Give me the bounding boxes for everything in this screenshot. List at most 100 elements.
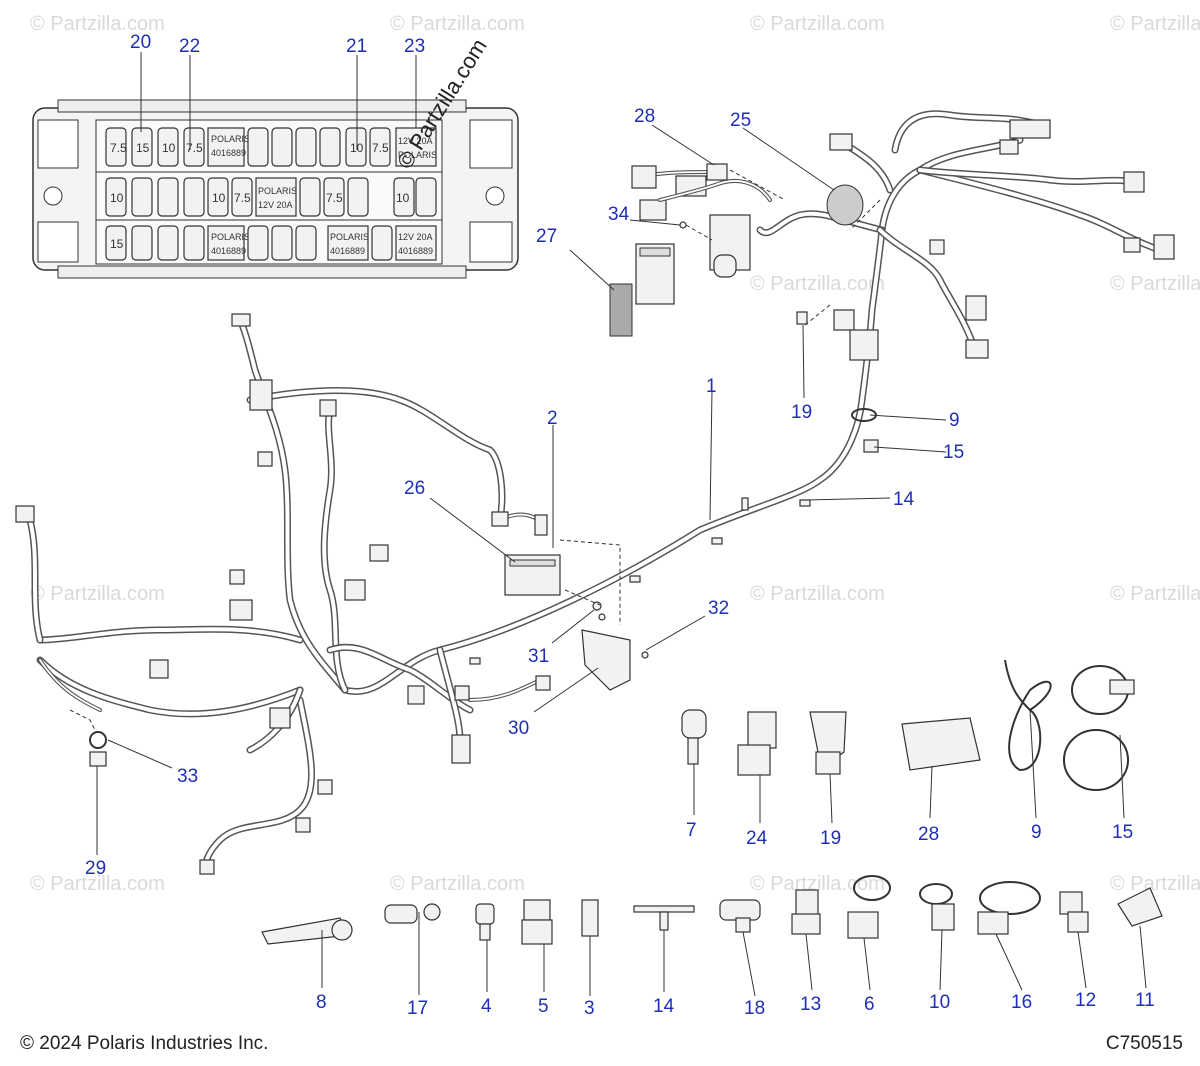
watermark-tile: © Partzilla.com: [1110, 583, 1200, 605]
callout-13: 13: [800, 994, 821, 1015]
callout-14-top: 14: [893, 489, 915, 510]
callout-21: 21: [346, 36, 367, 57]
fuse: 10: [393, 177, 415, 217]
fuse: [271, 225, 293, 261]
relay-part: 4016889: [211, 148, 246, 158]
callout-9-top: 9: [949, 410, 960, 431]
fuse: 10: [207, 177, 229, 217]
relay-brand: POLARIS: [211, 232, 250, 242]
part-10-clamp: [919, 883, 955, 931]
callout-15-bottom: 15: [1112, 822, 1133, 843]
callout-12: 12: [1075, 990, 1096, 1011]
watermark-tile: © Partzilla.com: [1110, 873, 1200, 895]
part-3-clip: [581, 899, 599, 937]
relay: 12V 20A 4016889: [395, 225, 437, 261]
fuse: [319, 127, 341, 167]
callout-19-bottom: 19: [820, 828, 841, 849]
part-14-tie: [633, 905, 695, 931]
part-18-clip: [719, 899, 761, 933]
loose-parts: [261, 659, 1163, 945]
callout-34: 34: [608, 204, 630, 225]
fuse: [299, 177, 321, 217]
fuse: 10: [157, 127, 179, 167]
relay-rating: 12V 20A: [398, 232, 433, 242]
fuse: [415, 177, 437, 217]
fuse-box: 7.5 15 10 7.5 POLARIS 4016889 10 7.5 12V …: [32, 99, 519, 279]
fuse: [371, 225, 393, 261]
part-16-clamp: [977, 881, 1041, 935]
fuse-rating: 7.5: [372, 141, 389, 155]
footer-copyright: © 2024 Polaris Industries Inc.: [20, 1033, 269, 1054]
callout-28-top: 28: [634, 106, 655, 127]
fuse: [157, 177, 179, 217]
watermark-tile: © Partzilla.com: [1110, 13, 1200, 35]
callout-32: 32: [708, 598, 729, 619]
callout-10: 10: [929, 992, 950, 1013]
callout-17: 17: [407, 998, 428, 1019]
part-24-connector: [737, 711, 777, 776]
relay-brand: POLARIS: [398, 150, 437, 160]
callout-23: 23: [404, 36, 425, 57]
relay: POLARIS 4016889: [207, 225, 250, 261]
fuse: [183, 177, 205, 217]
fuse: [295, 225, 317, 261]
callout-1: 1: [706, 376, 717, 397]
part-6-clamp: [847, 875, 891, 939]
watermark-tile: © Partzilla.com: [750, 13, 885, 35]
fuse-rating: 15: [110, 237, 124, 251]
callout-20: 20: [130, 32, 151, 53]
fuse: [131, 225, 153, 261]
part-12-clip: [1059, 891, 1089, 933]
fuse: [347, 177, 369, 217]
callout-29: 29: [85, 858, 106, 879]
callout-26: 26: [404, 478, 425, 499]
relay-part: 4016889: [211, 246, 246, 256]
fuse: [247, 127, 269, 167]
fuse: 15: [131, 127, 153, 167]
relay-part: 4016889: [398, 246, 433, 256]
part-7-screw: [681, 709, 707, 765]
callout-14-bottom: 14: [653, 996, 675, 1017]
relay-part: 4016889: [330, 246, 365, 256]
fuse: 7.5: [105, 127, 127, 167]
callout-30: 30: [508, 718, 529, 739]
fuse: [183, 225, 205, 261]
part-4-bolt: [475, 903, 495, 941]
callout-6: 6: [864, 994, 875, 1015]
callout-5: 5: [538, 996, 549, 1017]
watermark-tile: © Partzilla.com: [750, 873, 885, 895]
fuse-rating: 7.5: [186, 141, 203, 155]
callout-11: 11: [1135, 990, 1155, 1011]
callout-28-bottom: 28: [918, 824, 939, 845]
callout-4: 4: [481, 996, 492, 1017]
callout-18: 18: [744, 998, 765, 1019]
callouts: 20 22 21 23 28 34 25 27 19 9 15 14 1 2 2…: [85, 32, 1155, 1019]
part-5-clip: [521, 899, 553, 945]
callout-7: 7: [686, 820, 697, 841]
callout-33: 33: [177, 766, 198, 787]
fuse-rating: 7.5: [326, 191, 343, 205]
callout-8: 8: [316, 992, 327, 1013]
part-17-clip: [384, 903, 441, 924]
fuse: [295, 127, 317, 167]
fuse: 10: [345, 127, 367, 167]
part-28-cover: [901, 717, 981, 771]
relay-brand: POLARIS: [211, 134, 250, 144]
fuse-rating: 7.5: [234, 191, 251, 205]
watermark-tile: © Partzilla.com: [30, 873, 165, 895]
assembly-lines: [69, 169, 881, 731]
fuse-rating: 10: [212, 191, 226, 205]
fuse: [247, 225, 269, 261]
watermark-tile: © Partzilla.com: [750, 273, 885, 295]
fuse: 7.5: [369, 127, 391, 167]
callout-25: 25: [730, 110, 751, 131]
watermark-tile: © Partzilla.com: [390, 873, 525, 895]
relay-rating: 12V 20A: [258, 200, 293, 210]
leader-lines: [96, 52, 1147, 997]
callout-22: 22: [179, 36, 200, 57]
callout-16: 16: [1011, 992, 1032, 1013]
fuse: 7.5: [231, 177, 253, 217]
fuse: 7.5: [323, 177, 345, 217]
